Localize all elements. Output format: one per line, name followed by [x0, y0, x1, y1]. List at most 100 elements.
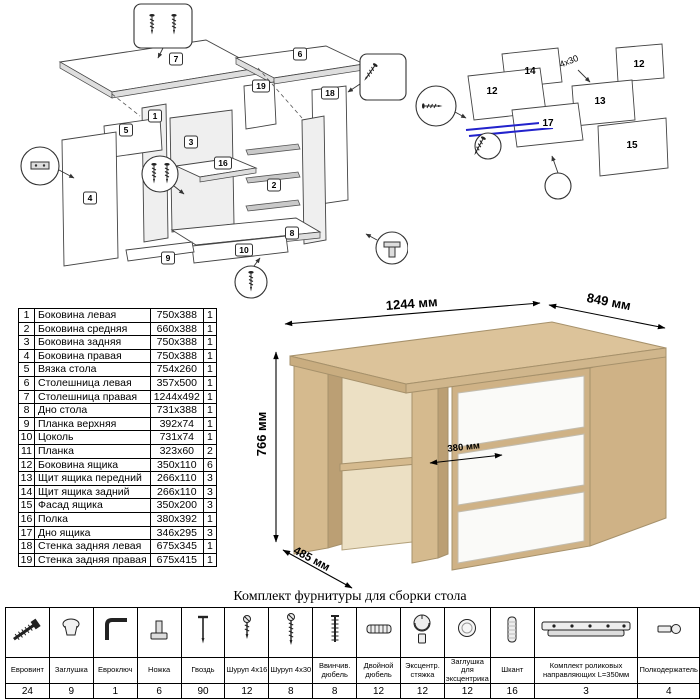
part-qty: 1 [202, 335, 217, 350]
part-name: Фасад ящика [34, 498, 151, 513]
svg-text:19: 19 [256, 81, 266, 91]
part-size: 323x60 [149, 443, 204, 459]
parts-table-row: 17 Дно ящика 346x295 3 [18, 525, 217, 541]
drawer-slide-icon [541, 621, 631, 637]
part-qty: 1 [202, 375, 217, 391]
dimension-height: 766 мм [254, 351, 279, 543]
drawer-part-label: 12 [633, 59, 645, 70]
parts-table-row: 10 Цоколь 731x74 1 [18, 430, 217, 445]
hex-key-icon [105, 618, 128, 640]
parts-table-row: 18 Стенка задняя левая 675x345 1 [18, 539, 217, 554]
hardware-item-name: Комплект роликовых направляющих L=350мм [533, 657, 639, 684]
parts-table-row: 4 Боковина правая 750x388 1 [18, 348, 217, 364]
hardware-item-qty: 12 [356, 683, 402, 699]
callout-screw-box [347, 53, 407, 101]
svg-text:18: 18 [325, 88, 335, 98]
svg-text:7: 7 [174, 54, 179, 64]
part-name: Щит ящика задний [34, 484, 151, 500]
part-qty: 1 [202, 389, 217, 405]
part-name: Столешница левая [34, 375, 151, 391]
part-name: Боковина средняя [34, 321, 151, 337]
part-size: 266x110 [149, 471, 204, 486]
part-name: Боковина правая [34, 348, 151, 364]
hardware-item-qty: 16 [489, 683, 535, 699]
part-size: 731x388 [149, 403, 204, 418]
part-name: Столешница правая [34, 389, 151, 405]
hardware-item-name: Эксцентр. стяжка [400, 657, 445, 684]
drawer-side-panel-top [615, 43, 665, 83]
panel-plank [125, 241, 195, 262]
parts-table-row: 14 Щит ящика задний 266x110 3 [18, 484, 217, 500]
part-callout-8: 8 [285, 226, 299, 240]
drawer-part-label: 14 [524, 66, 536, 77]
parts-table-row: 13 Щит ящика передний 266x110 3 [18, 471, 217, 486]
part-size: 660x388 [149, 321, 204, 337]
part-size: 392x74 [149, 416, 204, 432]
part-qty: 1 [202, 362, 217, 377]
parts-table-row: 15 Фасад ящика 350x200 3 [18, 498, 217, 513]
part-number: 7 [18, 389, 35, 405]
shelf-pin-icon [657, 624, 681, 634]
callout-screw-circle [234, 257, 268, 299]
part-number: 16 [18, 511, 35, 527]
cap-icon [62, 618, 80, 636]
callout-leg-circle [365, 231, 408, 265]
hardware-qty-row: 24 9 1 6 90 12 8 8 12 12 12 16 3 4 [5, 683, 700, 699]
callout-screws-box [133, 3, 193, 59]
part-qty: 3 [202, 525, 217, 541]
drawer-exploded-diagram: 14 12 12 13 17 15 4x30 [415, 43, 669, 200]
hardware-item-name: Гвоздь [180, 657, 226, 684]
parts-table-row: 1 Боковина левая 750x388 1 [18, 308, 217, 323]
parts-table-row: 6 Столешница левая 357x500 1 [18, 375, 217, 391]
part-callout-5: 5 [119, 123, 133, 137]
svg-text:380 мм: 380 мм [447, 440, 481, 454]
part-qty: 3 [202, 471, 217, 486]
hardware-item-qty: 12 [400, 683, 445, 699]
part-qty: 1 [202, 552, 217, 568]
cam-cap-icon [458, 619, 477, 637]
part-callout-9: 9 [161, 251, 175, 265]
desk-divider [411, 382, 439, 564]
svg-text:849 мм: 849 мм [586, 290, 633, 313]
callout-screws-circle [141, 155, 185, 195]
callout-screw-circle [471, 132, 502, 160]
part-name: Дно стола [34, 403, 151, 418]
part-name: Полка [34, 511, 151, 527]
parts-table-row: 9 Планка верхняя 392x74 1 [18, 416, 217, 432]
screw-in-dowel-icon [330, 615, 339, 642]
part-name: Цоколь [34, 430, 151, 445]
drawer-part-label: 13 [594, 96, 606, 107]
part-number: 4 [18, 348, 35, 364]
hardware-item-qty: 4 [637, 683, 700, 699]
hardware-item-name: Ввинчив. дюбель [312, 657, 358, 684]
hardware-table: Евровинт Заглушка Евроключ Ножка Гвоздь … [5, 607, 700, 699]
part-qty: 1 [202, 308, 217, 323]
part-qty: 2 [202, 443, 217, 459]
desk-left-leg [293, 361, 329, 555]
part-number: 2 [18, 321, 35, 337]
part-number: 6 [18, 375, 35, 391]
part-size: 350x110 [149, 457, 204, 473]
part-name: Щит ящика передний [34, 471, 151, 486]
guide-line [111, 93, 141, 117]
drawer-front-1 [457, 375, 585, 448]
dimension-depth: 849 мм [548, 290, 666, 330]
desk-top-edge-right [405, 347, 667, 394]
part-size: 731x74 [149, 430, 204, 445]
part-name: Боковина левая [34, 308, 151, 323]
parts-table-row: 11 Планка 323x60 2 [18, 443, 217, 459]
drawer-facade-panel [597, 117, 669, 177]
part-size: 266x110 [149, 484, 204, 500]
desk-exploded-diagram: 7 6 19 18 5 1 3 16 2 4 8 10 9 [20, 3, 408, 299]
part-callout-3: 3 [184, 135, 198, 149]
hardware-item-name: Шуруп 4x30 [268, 657, 314, 684]
part-qty: 1 [202, 403, 217, 418]
part-name: Стенка задняя левая [34, 539, 151, 554]
double-dowel-icon [366, 624, 392, 634]
parts-table: 1 Боковина левая 750x388 1 2 Боковина ср… [18, 308, 217, 568]
part-qty: 1 [202, 430, 217, 445]
label-halo [539, 116, 557, 128]
callout-detail-circle [544, 155, 572, 200]
hardware-item-name: Полкодержатель [637, 657, 700, 684]
